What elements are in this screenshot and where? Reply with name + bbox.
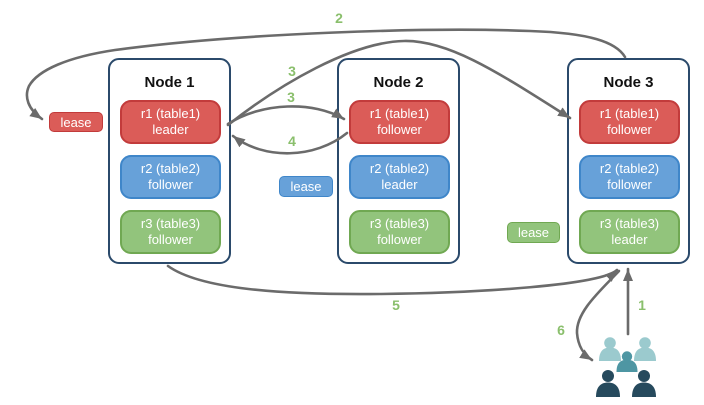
node-3-range-r1: r1 (table1) follower [579, 100, 680, 144]
lease-badge-red: lease [49, 112, 103, 132]
arrow-step-3-node1-to-node2 [226, 105, 346, 126]
range-id: r1 (table1) [599, 105, 660, 121]
range-id: r1 (table1) [369, 105, 430, 121]
node-1-title: Node 1 [144, 74, 195, 91]
range-id: r1 (table1) [140, 105, 201, 121]
node-3-range-r3: r3 (table3) leader [579, 210, 680, 254]
range-role: follower [607, 122, 652, 137]
range-id: r2 (table2) [140, 160, 201, 176]
range-id: r3 (table3) [599, 215, 660, 231]
node-1-range-r1: r1 (table1) leader [120, 100, 221, 144]
range-role: follower [377, 122, 422, 137]
range-role: leader [381, 177, 418, 192]
node-2: Node 2 r1 (table1) follower r2 (table2) … [337, 58, 460, 264]
node-3-title: Node 3 [603, 74, 654, 91]
arrow-step-5-node1-to-node3 [166, 264, 619, 296]
node-3: Node 3 r1 (table1) follower r2 (table2) … [567, 58, 690, 264]
step-label-2: 2 [335, 10, 343, 26]
range-role: leader [152, 122, 189, 137]
range-id: r2 (table2) [369, 160, 430, 176]
node-1-range-r2: r2 (table2) follower [120, 155, 221, 199]
node-2-title: Node 2 [373, 74, 424, 91]
range-role: follower [148, 177, 193, 192]
step-label-1: 1 [638, 297, 646, 313]
step-label-5: 5 [392, 297, 400, 313]
step-label-3a: 3 [288, 63, 296, 79]
step-label-6: 6 [557, 322, 565, 338]
step-label-4: 4 [288, 133, 296, 149]
node-3-range-r2: r2 (table2) follower [579, 155, 680, 199]
range-role: leader [611, 232, 648, 247]
node-1: Node 1 r1 (table1) leader r2 (table2) fo… [108, 58, 231, 264]
lease-badge-blue: lease [279, 176, 333, 197]
range-role: follower [607, 177, 652, 192]
step-label-3b: 3 [287, 89, 295, 105]
node-1-range-r3: r3 (table3) follower [120, 210, 221, 254]
range-role: follower [148, 232, 193, 247]
node-2-range-r2: r2 (table2) leader [349, 155, 450, 199]
node-2-range-r1: r1 (table1) follower [349, 100, 450, 144]
range-id: r2 (table2) [599, 160, 660, 176]
lease-badge-green: lease [507, 222, 560, 243]
arrow-step-6-node3-to-users [575, 269, 621, 362]
node-2-range-r3: r3 (table3) follower [349, 210, 450, 254]
range-role: follower [377, 232, 422, 247]
users-group-icon [596, 337, 656, 397]
range-id: r3 (table3) [140, 215, 201, 231]
range-id: r3 (table3) [369, 215, 430, 231]
